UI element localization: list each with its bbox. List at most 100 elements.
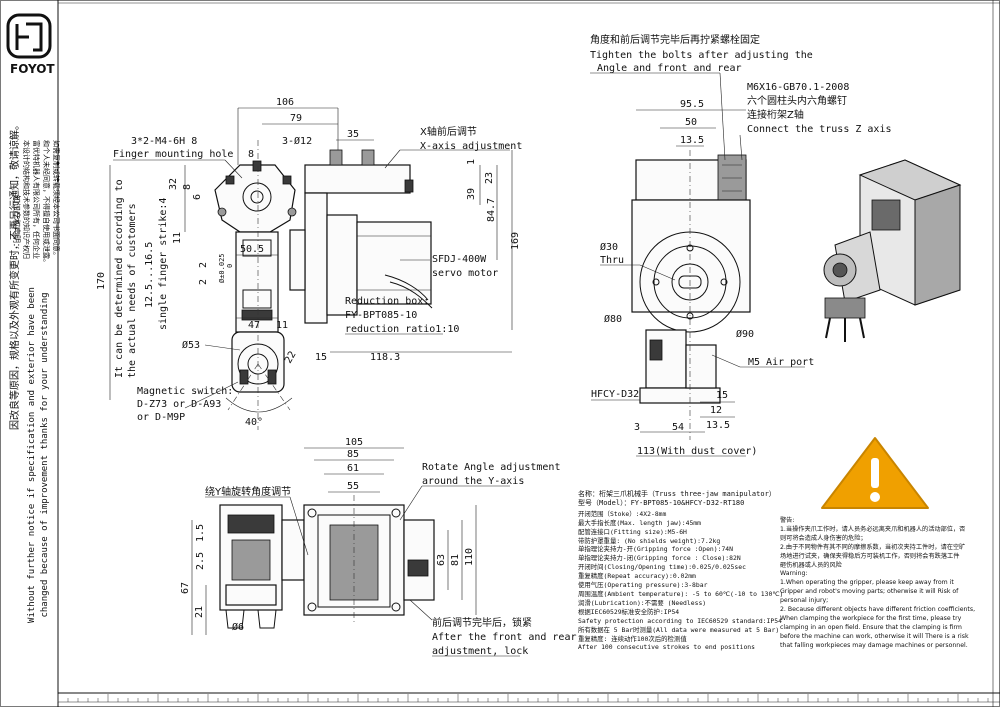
warning-en-2c: clamping in an open field. Ensure that t… [780, 623, 962, 631]
warning-title: 警告: [780, 517, 795, 524]
reduction-title: Reduction box: [345, 296, 429, 307]
rotate-label-2: around the Y-axis [422, 476, 524, 487]
warning-cn-1: 1.当操作夹爪工作时，请人员务必远离夹爪和机器人的活动部位，否 [780, 525, 966, 533]
dim-118-3: 118.3 [370, 352, 400, 363]
dim-169: 169 [510, 232, 521, 250]
spec-row: 开闭时间(Closing/Opening time):0.025/0.025se… [578, 563, 746, 572]
dim-2: 2 [198, 262, 209, 268]
slide-tab [404, 179, 414, 193]
holes-subtitle: Finger mounting hole [113, 149, 233, 160]
warning-cn-1b: 则可将会造成人身伤害的危险； [780, 534, 867, 542]
dim-3: 3 [634, 422, 640, 433]
thru-label: Thru [600, 255, 624, 266]
servo-label: servo motor [432, 268, 498, 279]
dim-54: 54 [672, 422, 684, 433]
determine-line-1: It can be determined according to [114, 179, 125, 378]
spec-row: 最大手指长度(Max. length jaw):45mm [578, 518, 701, 527]
warning-cn-2c: 砸伤机器或人员的风险 [780, 561, 842, 569]
dim-23: 23 [484, 172, 495, 184]
dim-phi80: Ø80 [604, 313, 622, 325]
ip-title: 知识产权声明： [12, 195, 22, 251]
warning-panel: 警告: 1.当操作夹爪工作时，请人员务必远离夹爪和机器人的活动部位，否 则可将会… [780, 517, 992, 651]
dim-phi90: Ø90 [736, 328, 754, 340]
mount-plate [304, 192, 328, 324]
bottom-view-dimensions: 绕Y轴旋转角度调节 105 85 61 55 Rotate Angle adju… [180, 437, 577, 657]
dim-32: 32 [168, 178, 179, 190]
spec-row: 周围温度(Ambient temperature): -5 to 60℃(-10… [578, 589, 784, 598]
ip-line-4: 如需复制或转载须经本公司书面同意。 [52, 140, 61, 259]
dim-63: 63 [436, 554, 447, 566]
side-core [231, 539, 271, 581]
bolt-desc-cn: 六个圆柱头内六角螺钉 [747, 94, 847, 107]
reduction-ratio: reduction ratio1:10 [345, 324, 459, 335]
ruler-ticks [57, 694, 989, 702]
slide-bolt-2 [361, 149, 375, 166]
bolt-connect-cn: 连接桁架Z轴 [747, 108, 804, 121]
dim-39: 39 [466, 188, 477, 200]
motor-side-block [289, 229, 306, 291]
dim-110: 110 [464, 548, 475, 566]
side-link [281, 519, 305, 581]
warning-en-1b: Gripper and robot's moving parts; otherw… [780, 588, 959, 596]
spec-row: Safety protection according to IEC60529 … [578, 616, 782, 625]
dim-15b: 15 [716, 390, 728, 401]
dim-170: 170 [96, 272, 107, 290]
dim-113: 113(With dust cover) [637, 446, 757, 457]
angle-arc [225, 397, 293, 413]
dim-phi53: Ø53 [182, 339, 200, 351]
warning-en-1: 1.When operating the gripper, please kee… [780, 579, 954, 587]
change-notice-en-1: Without further notice if specification … [27, 287, 37, 623]
spec-row: 根据IEC60529标准安全防护:IP54 [578, 607, 680, 616]
dim-13-5b: 13.5 [706, 420, 730, 431]
dim-1: 1 [466, 159, 477, 165]
port-right [267, 369, 277, 385]
dim-105: 105 [345, 437, 363, 448]
angle-line-right [257, 363, 291, 411]
spec-row: 所有数据在 5 Bar时测量(All data were measured at… [578, 625, 780, 634]
dim-106: 106 [276, 97, 294, 108]
tighten-note-en-2: Angle and front and rear [597, 63, 742, 74]
magnetic-switch-title: Magnetic switch: [137, 386, 233, 397]
tighten-note-cn: 角度和前后调节完毕后再拧紧螺栓固定 [590, 33, 760, 46]
side-bottom [225, 584, 277, 606]
warning-en-title: Warning: [780, 570, 808, 578]
spec-row: 单指理论夹持力-闭(Gripping force : Close):82N [578, 554, 741, 563]
frame-inner [317, 514, 391, 608]
tighten-note-en-1: Tighten the bolts after adjusting the [590, 50, 813, 61]
body-band [241, 309, 273, 321]
gripper-jaw-head [214, 160, 297, 233]
side-block [685, 344, 717, 389]
spec-model: 型号（Model）：FY-BPT085-10&HFCY-D32-RT180 [578, 498, 745, 507]
front-flange [631, 199, 751, 313]
dim-84-7: 84.7 [486, 198, 497, 222]
dim-2b: 2 [198, 279, 209, 285]
dim-3-phi12: 3-Ø12 [282, 135, 312, 147]
ip-notice: 知识产权声明： 本设计的结构和技术参数的知识产权归 富优特机器人有限公司所有，任… [12, 140, 61, 266]
dim-12: 12 [710, 405, 722, 416]
lock-note-en-1: After the front and rear [432, 632, 577, 643]
warning-en-2b: When clamping the workpiece for the firs… [780, 614, 962, 622]
side-jaws [225, 609, 277, 629]
dim-85: 85 [347, 449, 359, 460]
x-axis-slide [304, 164, 411, 194]
dim-47: 47 [248, 320, 260, 331]
dim-1-5: 1.5 [195, 524, 206, 542]
front-view-dimensions: 角度和前后调节完毕后再拧紧螺栓固定 Tighten the bolts afte… [590, 33, 892, 457]
spec-row: 重复精度(Repeat accuracy):0.02mm [578, 572, 696, 581]
side-view-drawing [214, 140, 433, 430]
ip-line-2: 富优特机器人有限公司所有，任何企业 [32, 140, 41, 259]
air-port-label: M5 Air port [748, 357, 814, 368]
warning-en-1c: personal injury; [780, 597, 829, 605]
angle-line-left [227, 363, 259, 411]
determine-line-2: the actual needs of customers [127, 203, 138, 378]
dim-22: 22 [283, 350, 299, 366]
reducer-flange [326, 214, 358, 316]
warning-en-2e: that falling workpieces may damage machi… [780, 641, 968, 649]
lock-note-cn: 前后调节完毕后，锁紧 [432, 616, 532, 629]
dim-phi30: Ø30 [600, 241, 618, 253]
angle-40: 40° [245, 417, 263, 428]
servo-model: SFDJ-400W [432, 254, 487, 265]
